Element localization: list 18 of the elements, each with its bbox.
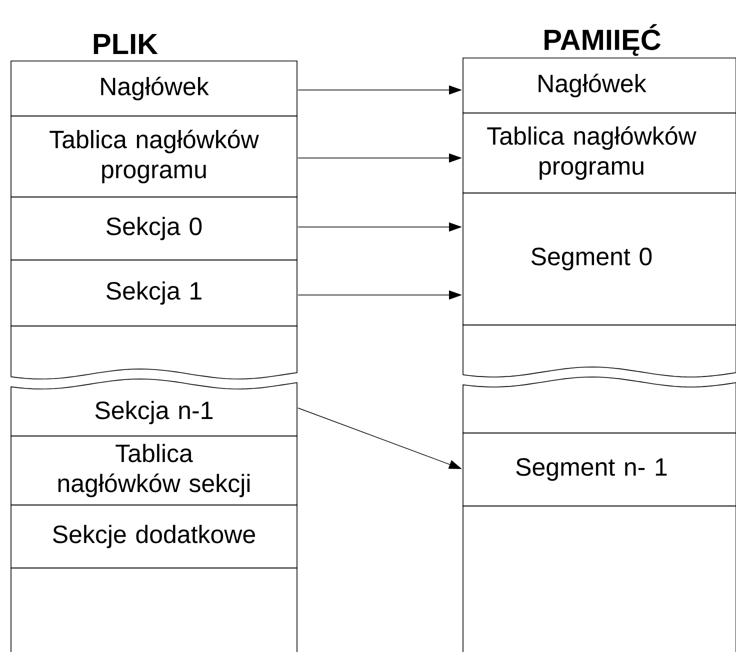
file-section-box: Sekcja n-1 bbox=[10, 378, 298, 436]
empty-box bbox=[462, 506, 736, 652]
memory-segment-box: Tablica nagłówków programu bbox=[462, 112, 736, 194]
empty-box bbox=[462, 324, 736, 378]
memory-segment-box: Segment n- 1 bbox=[462, 432, 736, 506]
empty-box bbox=[462, 376, 736, 434]
memory-segment-box: Nagłówek bbox=[462, 58, 736, 114]
file-section-box: Nagłówek bbox=[10, 60, 298, 116]
file-section-box: Sekcja 0 bbox=[10, 196, 298, 260]
empty-box bbox=[10, 568, 298, 652]
column-heading: PLIK bbox=[94, 34, 158, 54]
file-section-box: Sekcje dodatkowe bbox=[10, 504, 298, 568]
file-section-box: Tablica nagłówków programu bbox=[10, 116, 298, 198]
file-section-box: Tablica nagłówków sekcji bbox=[10, 436, 298, 506]
empty-box bbox=[10, 326, 298, 380]
column-heading: PAMIIĘĆ bbox=[544, 24, 661, 56]
memory-segment-box: Segment 0 bbox=[462, 192, 736, 326]
file-section-box: Sekcja 1 bbox=[10, 260, 298, 326]
